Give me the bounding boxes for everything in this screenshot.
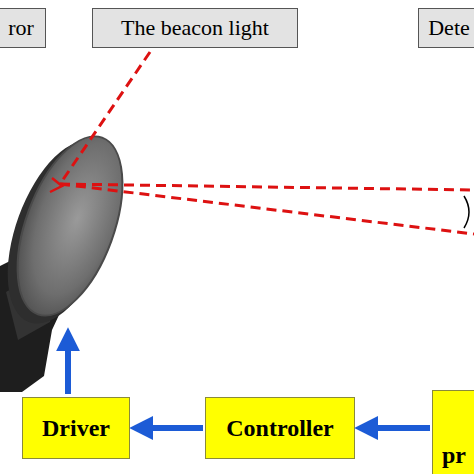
beacon-ray xyxy=(60,52,474,234)
angle-arc xyxy=(464,196,469,228)
mirror xyxy=(0,123,143,338)
box-label: Dete xyxy=(428,15,470,41)
box-label: Driver xyxy=(42,415,110,442)
process-box: Controller xyxy=(205,397,355,459)
label-box: The beacon light xyxy=(92,8,298,48)
box-label: ror xyxy=(8,15,34,41)
box-label: Controller xyxy=(226,415,334,442)
drive-arrow xyxy=(65,338,71,394)
signal-arrow xyxy=(140,425,203,431)
box-label: The beacon light xyxy=(121,15,269,41)
label-box: ror xyxy=(0,8,46,48)
signal-arrow xyxy=(365,425,430,431)
label-box: Dete xyxy=(418,8,474,48)
process-box: pr xyxy=(432,390,474,474)
box-label: pr xyxy=(442,442,466,469)
process-box: Driver xyxy=(22,397,130,459)
ray-arrowhead xyxy=(50,178,62,192)
